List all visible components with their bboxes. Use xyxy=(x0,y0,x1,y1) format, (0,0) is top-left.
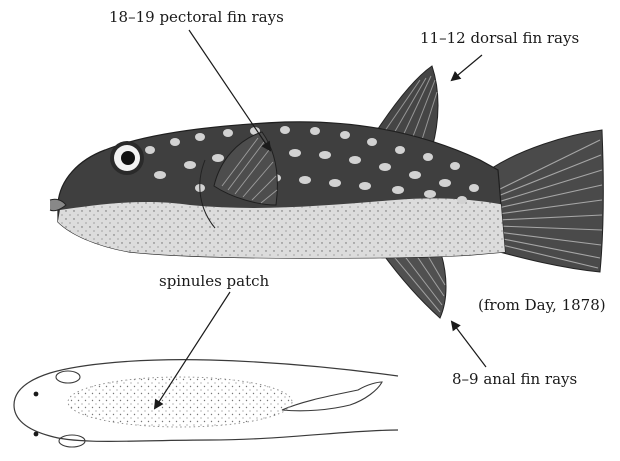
spinules-patch-label: spinules patch xyxy=(159,274,269,289)
anal-fin-rays-label: 8–9 anal fin rays xyxy=(452,372,577,387)
fish-illustration xyxy=(50,66,603,318)
source-credit-label: (from Day, 1878) xyxy=(478,298,606,313)
caudal-fin xyxy=(492,130,603,272)
left-eye-outline xyxy=(56,371,80,383)
pectoral-fin-rays-label: 18–19 pectoral fin rays xyxy=(109,10,284,25)
dorsal-arrow xyxy=(452,55,482,80)
right-nostril xyxy=(34,432,39,437)
ventral-outline-drawing xyxy=(14,360,398,447)
ventral-anal-fin xyxy=(282,382,382,411)
dorsal-fin-rays-label: 11–12 dorsal fin rays xyxy=(420,31,579,46)
left-nostril xyxy=(34,392,39,397)
spinules-patch-area xyxy=(68,377,292,427)
anal-arrow xyxy=(452,322,486,367)
fish-eye xyxy=(110,141,144,175)
